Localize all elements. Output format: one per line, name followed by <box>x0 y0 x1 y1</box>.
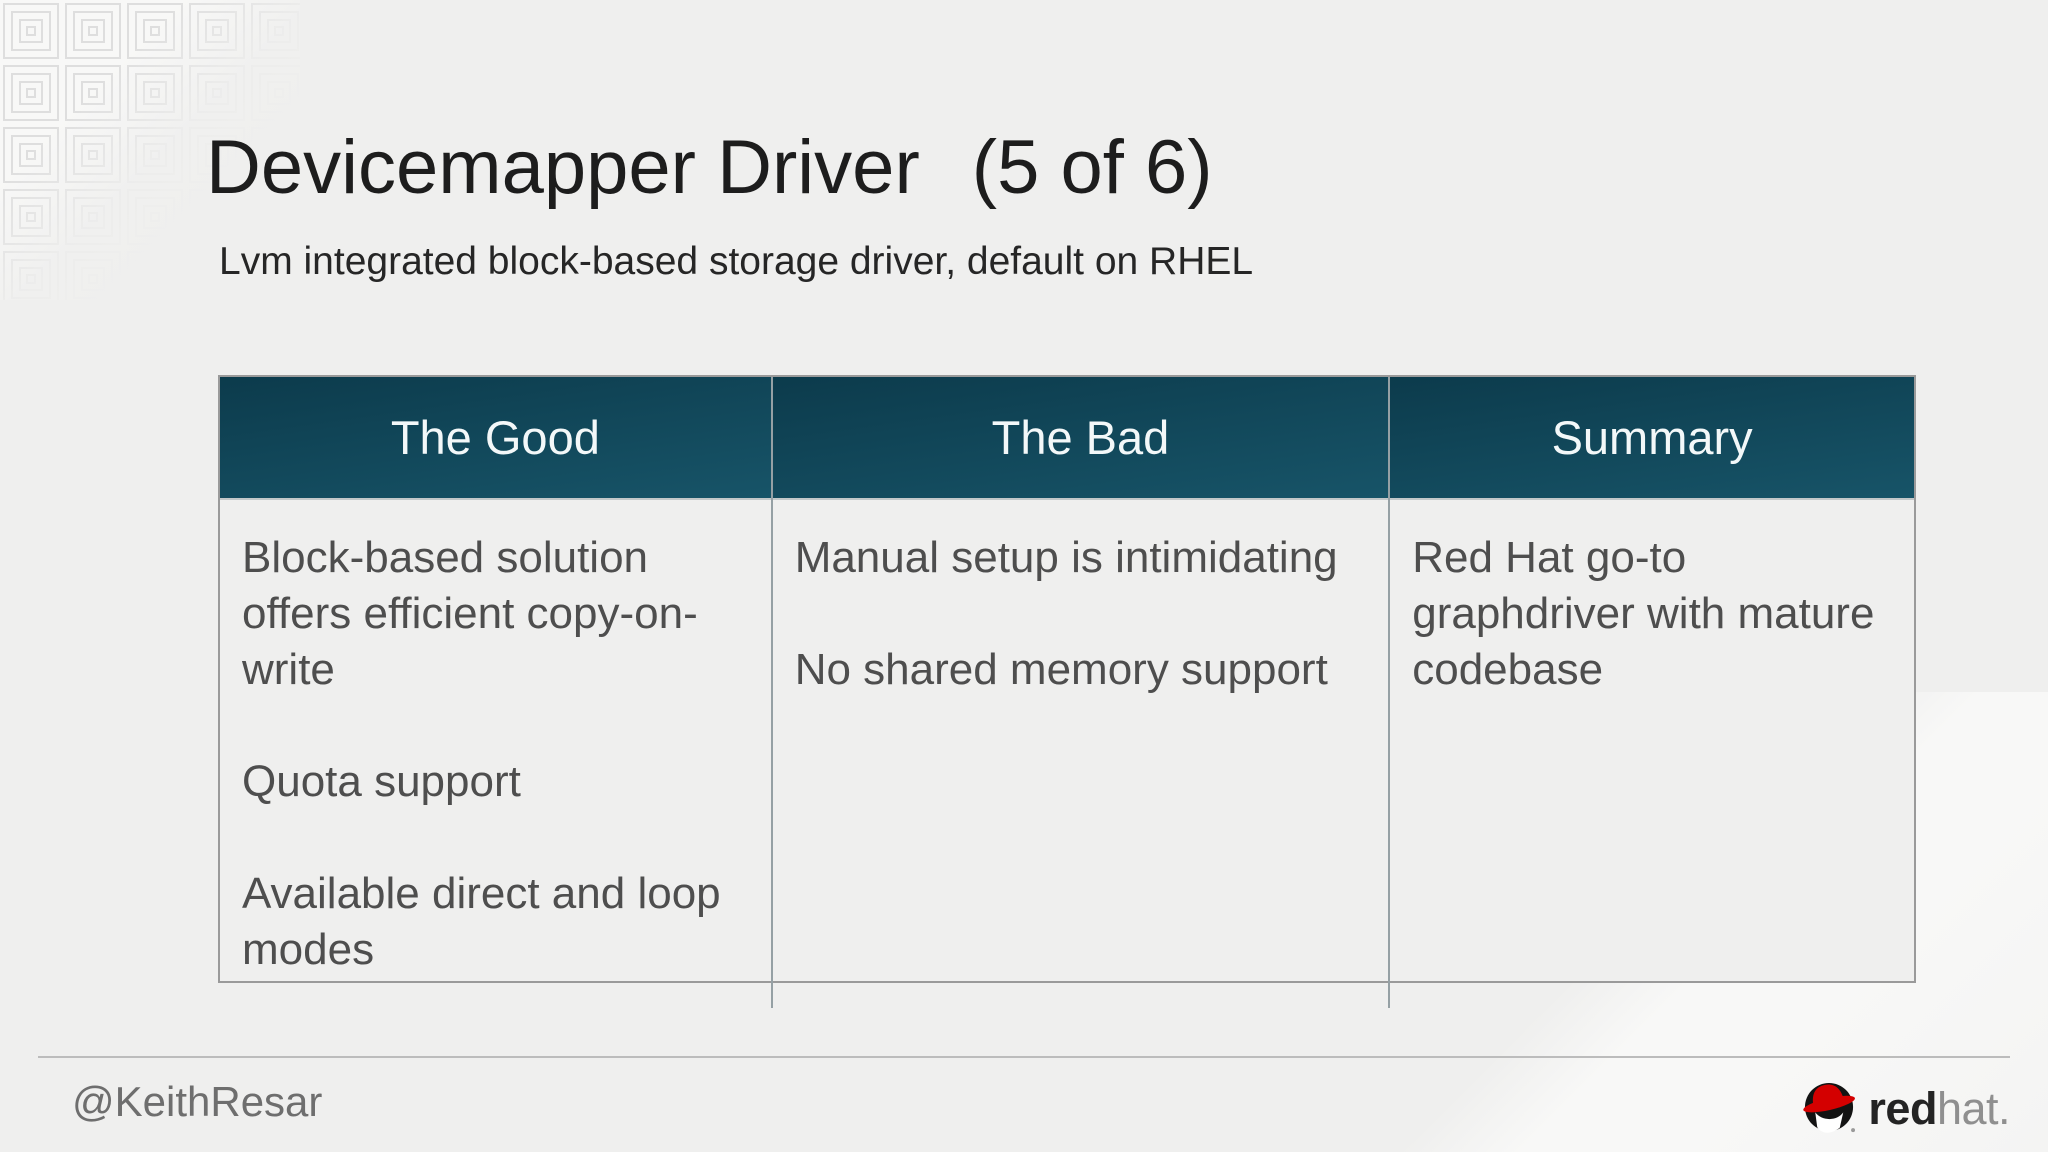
twitter-handle: @KeithResar <box>72 1078 323 1125</box>
table-cell-paragraph: Block-based solution offers efficient co… <box>242 533 698 694</box>
redhat-shadowman-icon <box>1803 1082 1856 1133</box>
corner-squares-pattern-icon <box>0 0 300 300</box>
redhat-wordmark: redhat. <box>1868 1083 2010 1135</box>
comparison-table: The Good Block-based solution offers eff… <box>218 375 1916 1008</box>
redhat-logo: redhat. <box>1802 1080 2011 1138</box>
pattern-fade-overlay <box>0 0 300 300</box>
page-title: Devicemapper Driver (5 of 6) <box>206 128 1213 208</box>
column-cell-the-bad: Manual setup is intimidating No shared me… <box>773 500 1389 1008</box>
table-cell-paragraph: Available direct and loop modes <box>242 869 721 974</box>
column-header-the-good: The Good <box>220 377 771 500</box>
column-cell-summary: Red Hat go-to graphdriver with mature co… <box>1390 500 1914 1008</box>
redhat-wordmark-red: red <box>1868 1083 1937 1134</box>
table-column-summary: Summary Red Hat go-to graphdriver with m… <box>1388 377 1914 1008</box>
table-cell-paragraph: No shared memory support <box>794 645 1328 694</box>
column-cell-the-good: Block-based solution offers efficient co… <box>220 500 771 1008</box>
column-header-the-bad: The Bad <box>772 377 1389 500</box>
table-cell-paragraph: Quota support <box>242 757 521 806</box>
footer-divider <box>38 1056 2010 1058</box>
column-header-summary: Summary <box>1390 377 1914 500</box>
redhat-wordmark-hat: hat. <box>1936 1083 2011 1134</box>
table-column-the-good: The Good Block-based solution offers eff… <box>220 377 771 1008</box>
table-cell-paragraph: Red Hat go-to graphdriver with mature co… <box>1412 533 1875 694</box>
page-title-text: Devicemapper Driver <box>206 125 920 210</box>
table-column-the-bad: The Bad Manual setup is intimidating No s… <box>770 377 1389 1008</box>
page-indicator: (5 of 6) <box>971 125 1213 210</box>
page-subtitle: Lvm integrated block-based storage drive… <box>219 240 1254 283</box>
table-cell-paragraph: Manual setup is intimidating <box>794 533 1338 582</box>
